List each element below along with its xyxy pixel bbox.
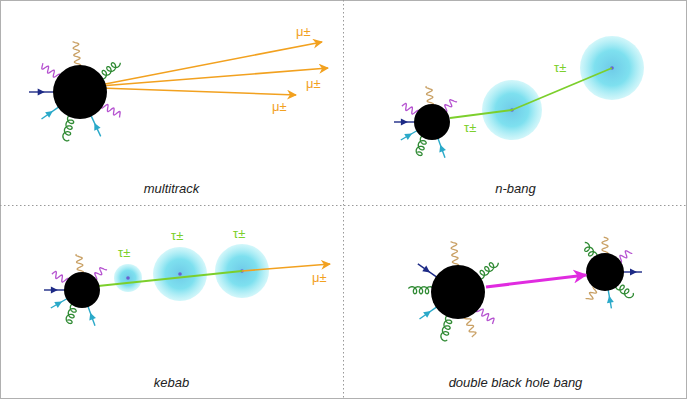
black-hole: [53, 65, 107, 119]
fermion-arrowhead: [401, 119, 408, 126]
panel-caption: double black hole bang: [344, 375, 687, 390]
fermion-line: [418, 264, 438, 278]
decay-vertex: [178, 272, 182, 276]
fermion-arrowhead: [89, 313, 96, 321]
particle-label: τ±: [233, 226, 245, 242]
particle-label: τ±: [171, 228, 183, 244]
fermion-arrowhead: [45, 111, 53, 118]
divider: [0, 205, 687, 206]
photon-line: [76, 254, 84, 274]
photon-line: [402, 103, 419, 114]
particle-label: μ±: [312, 270, 327, 286]
fermion-arrowhead: [439, 145, 446, 153]
fermion-arrowhead: [54, 302, 62, 309]
black-hole: [64, 272, 100, 308]
tau-decay-blob: [114, 264, 142, 292]
gluon-line: [408, 287, 434, 294]
photon-line: [101, 104, 120, 117]
photon-line: [464, 315, 476, 336]
particle-label: μ±: [306, 76, 321, 92]
muon-track: [242, 264, 330, 271]
particle-label: μ±: [296, 24, 311, 40]
fermion-line: [401, 130, 418, 140]
fermion-line: [87, 305, 95, 326]
panel-caption: kebab: [0, 375, 343, 390]
photon-line: [42, 63, 60, 78]
divider: [343, 0, 344, 399]
particle-label: τ±: [118, 245, 130, 261]
photon-line: [73, 41, 81, 67]
fermion-line: [420, 306, 438, 319]
panel-caption: n-bang: [344, 181, 687, 196]
photon-line: [451, 241, 459, 267]
particle-label: τ±: [464, 120, 476, 136]
diagram-panel: double black hole bang: [344, 206, 687, 399]
fermion-arrowhead: [51, 287, 58, 294]
fermion-arrowhead: [607, 296, 614, 304]
panel-caption: multitrack: [0, 181, 343, 196]
fermion-arrowhead: [422, 266, 430, 273]
muon-track: [100, 88, 296, 95]
muon-track: [100, 68, 328, 86]
muon-track: [100, 42, 322, 85]
decay-vertex: [126, 276, 130, 280]
fermion-arrowhead: [423, 311, 431, 318]
particle-label: τ±: [554, 60, 566, 76]
black-hole: [586, 253, 624, 291]
photon-line: [586, 286, 597, 299]
gluon-line: [441, 314, 453, 341]
diagram-panel: multitrack: [0, 0, 343, 205]
photon-line: [52, 271, 69, 282]
black-hole: [414, 104, 450, 140]
fermion-line: [91, 115, 101, 137]
photon-line: [476, 308, 494, 324]
photon-line: [602, 237, 608, 255]
fermion-arrowhead: [404, 134, 412, 141]
gluon-line: [63, 114, 75, 141]
particle-label: μ±: [272, 99, 287, 115]
fermion-line: [42, 106, 60, 119]
fermion-arrowhead: [630, 269, 637, 276]
photon-line: [426, 86, 434, 106]
black-hole: [431, 265, 485, 319]
tau-track: [98, 271, 242, 286]
black-hole-track: [486, 275, 586, 287]
fermion-line: [51, 298, 68, 308]
tau-decay-blob: [153, 247, 207, 301]
tau-track: [450, 110, 512, 118]
fermion-arrowhead: [94, 123, 100, 131]
fermion-arrowhead: [38, 89, 45, 96]
diagram-panel: n-bang: [344, 0, 687, 205]
fermion-line: [437, 137, 445, 158]
